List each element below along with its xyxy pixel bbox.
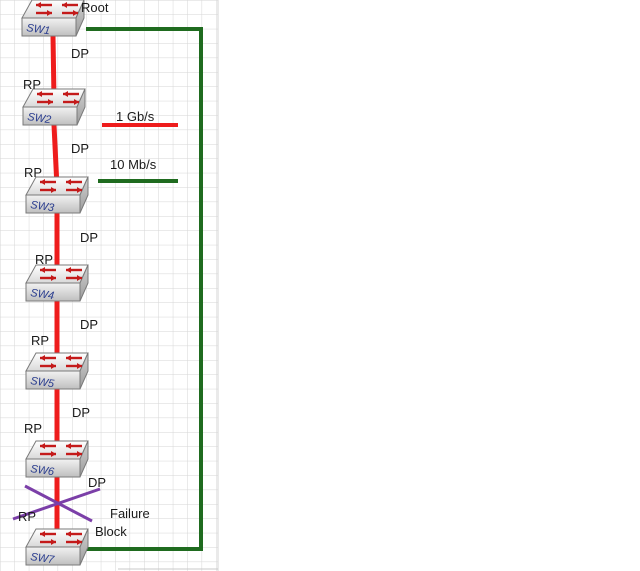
switch-sw1: SW1 — [21, 0, 85, 37]
switch-sw6: SW6 — [25, 440, 89, 478]
switch-arrow-head — [66, 179, 71, 185]
slow-link-sw1-sw7 — [86, 27, 203, 551]
switch-arrow-head — [77, 187, 82, 193]
switch-arrow-head — [77, 539, 82, 545]
switch-sw5: SW5 — [25, 352, 89, 390]
switch-name: SW1 — [26, 22, 51, 37]
port-label-sw7-upper: RP — [18, 509, 36, 524]
port-labels: DP RP DP RP DP RP DP RP DP RP DP RP — [18, 46, 106, 524]
switch-arrow-head — [36, 2, 41, 8]
port-label-sw3-upper: RP — [24, 165, 42, 180]
switch-arrow-head — [77, 363, 82, 369]
port-label-sw6-lower: DP — [88, 475, 106, 490]
switch-name: SW6 — [30, 463, 56, 478]
switch-arrow-head — [40, 179, 45, 185]
switch-arrow-head — [40, 531, 45, 537]
switch-arrow-head — [51, 187, 56, 193]
port-label-sw5-upper: RP — [31, 333, 49, 348]
switch-arrows-icon — [40, 179, 82, 193]
switch-arrow-head — [48, 99, 53, 105]
port-label-sw4-lower: DP — [80, 317, 98, 332]
switch-arrow-head — [74, 99, 79, 105]
switch-sw4: SW4 — [25, 264, 89, 302]
switch-arrow-head — [66, 355, 71, 361]
switch-top-face — [21, 0, 85, 19]
switch-top-face — [25, 440, 89, 460]
block-label: Block — [95, 524, 127, 539]
port-label-sw2-upper: RP — [23, 77, 41, 92]
switch-top-face — [25, 264, 89, 284]
switch-side-face — [79, 176, 89, 214]
switch-side-face — [75, 0, 85, 37]
port-label-sw1-lower: DP — [71, 46, 89, 61]
speed-legend: 1 Gb/s 10 Mb/s — [98, 109, 178, 183]
switch-arrows-icon — [36, 2, 78, 16]
switch-arrows-icon — [37, 91, 79, 105]
switch-arrows-icon — [40, 443, 82, 457]
switch-name: SW5 — [30, 375, 56, 390]
switch-arrow-head — [40, 443, 45, 449]
switch-arrow-head — [51, 275, 56, 281]
switch-sw7: SW7 — [25, 528, 89, 566]
switch-top-face — [25, 352, 89, 372]
port-label-sw5-lower: DP — [72, 405, 90, 420]
switch-arrow-head — [51, 363, 56, 369]
switch-name: SW7 — [30, 551, 56, 566]
switch-arrow-head — [66, 267, 71, 273]
switch-name: SW3 — [30, 199, 56, 214]
root-label: Root — [81, 0, 109, 15]
port-label-sw3-lower: DP — [80, 230, 98, 245]
switch-arrow-head — [51, 539, 56, 545]
switch-arrow-head — [47, 10, 52, 16]
switch-arrow-head — [40, 267, 45, 273]
switch-side-face — [79, 528, 89, 566]
switch-arrow-head — [77, 451, 82, 457]
switch-side-face — [79, 352, 89, 390]
switch-arrow-head — [73, 10, 78, 16]
switch-sw2: SW2 — [22, 88, 86, 126]
switch-side-face — [79, 264, 89, 302]
switch-arrow-head — [66, 531, 71, 537]
switch-arrow-head — [37, 91, 42, 97]
switch-arrow-head — [51, 451, 56, 457]
failure-cross-stroke-b — [12, 487, 101, 521]
switch-arrows-icon — [40, 267, 82, 281]
port-label-sw6-upper: RP — [24, 421, 42, 436]
switch-name: SW2 — [27, 111, 52, 126]
switch-name: SW4 — [30, 287, 55, 302]
legend-label-slow: 10 Mb/s — [110, 157, 157, 172]
switch-side-face — [79, 440, 89, 478]
switch-arrow-head — [62, 2, 67, 8]
failure-label: Failure — [110, 506, 150, 521]
switch-arrows-icon — [40, 355, 82, 369]
switch-arrow-head — [66, 443, 71, 449]
switch-side-face — [76, 88, 86, 126]
switch-top-face — [25, 528, 89, 548]
failure-mark — [12, 484, 101, 523]
switch-sw3: SW3 — [25, 176, 89, 214]
switch-arrow-head — [40, 355, 45, 361]
port-label-sw2-lower: DP — [71, 141, 89, 156]
legend-label-fast: 1 Gb/s — [116, 109, 155, 124]
switch-arrow-head — [77, 275, 82, 281]
port-label-sw4-upper: RP — [35, 252, 53, 267]
switch-arrows-icon — [40, 531, 82, 545]
switch-arrow-head — [63, 91, 68, 97]
